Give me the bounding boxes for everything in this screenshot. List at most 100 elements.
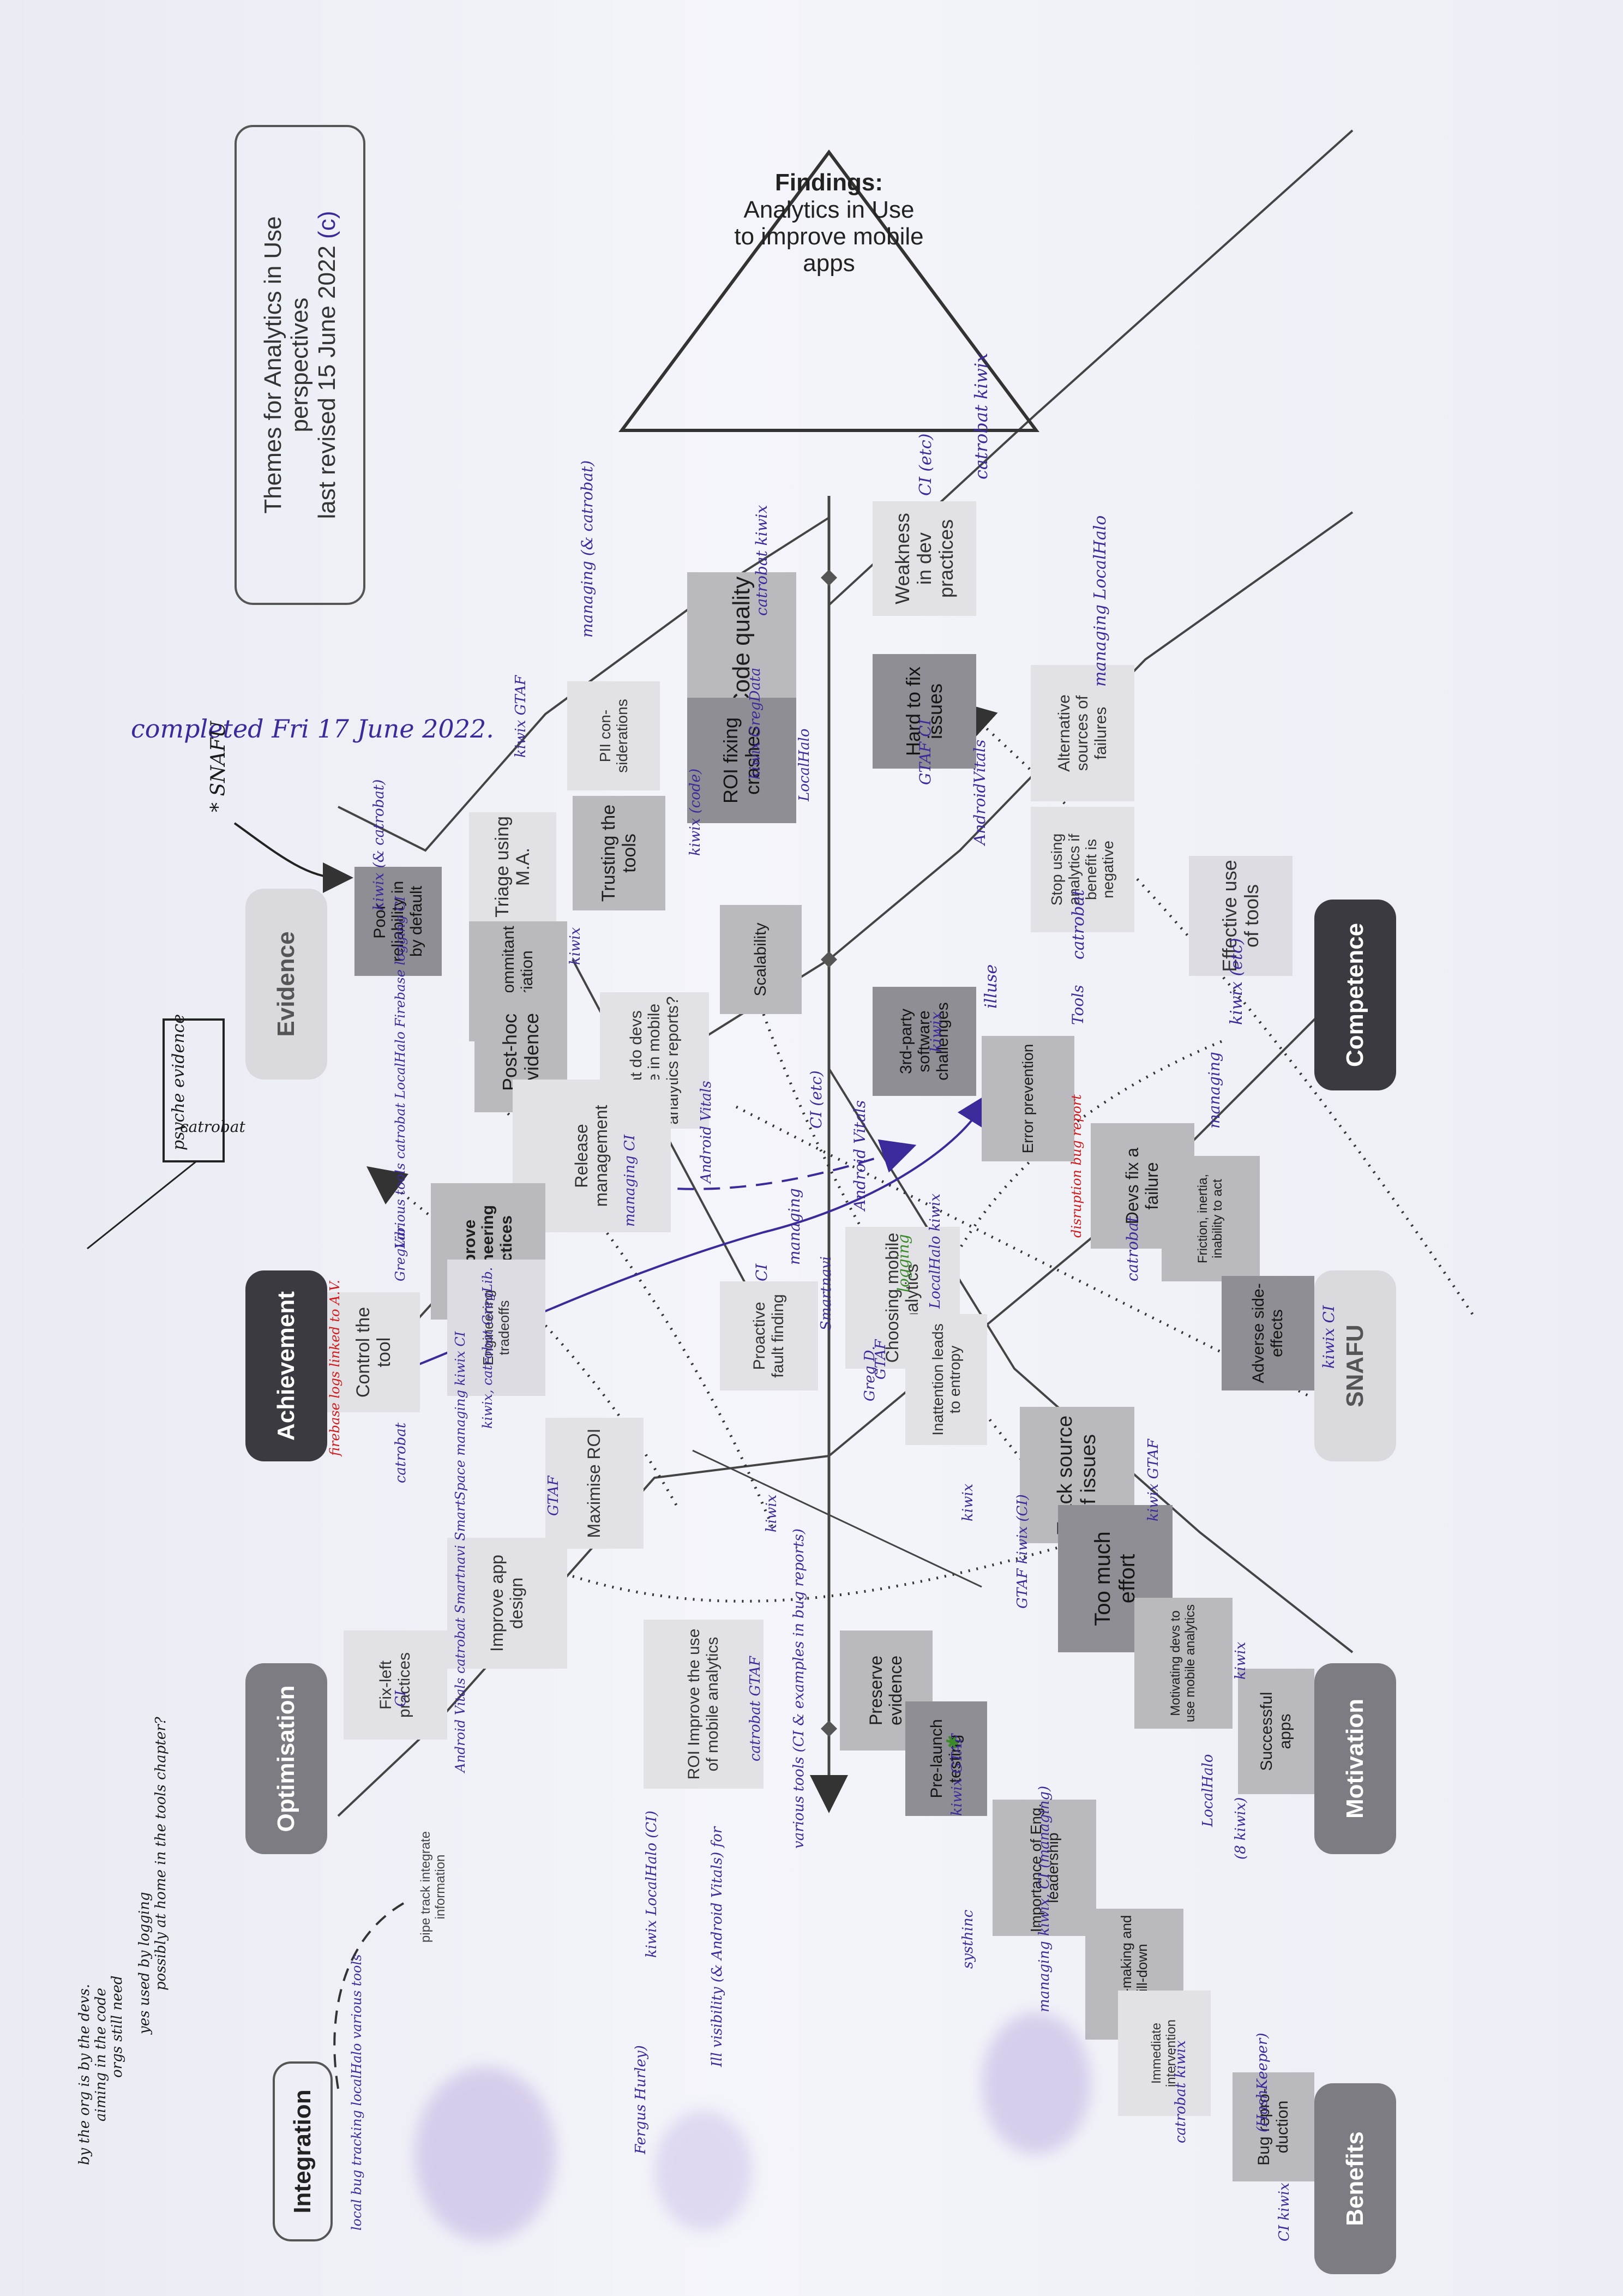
note-localhalo-kiwix2: LocalHalo kiwix (927, 1193, 943, 1309)
note-devs-red: disruption bug report (1069, 1094, 1084, 1238)
category-motivation: Motivation (1314, 1663, 1396, 1854)
category-evidence: Evidence (245, 889, 327, 1080)
note-localhalo2: LocalHalo (796, 728, 813, 801)
note-smart-navi: Smartnavi (818, 1256, 834, 1330)
rib-evidence (338, 517, 830, 852)
theme-weakness: Weakness in dev practices (873, 501, 976, 616)
note-firebase-red: firebase logs linked to A.V. (327, 1280, 342, 1456)
note-aiming: aiming in the code (93, 1988, 109, 2121)
snafu-arrow (233, 822, 353, 893)
note-gtaf-kiwix-ci: GTAF kiwix (CI) (1014, 1494, 1031, 1609)
note-snafu-kiwix: kiwix CI (1320, 1305, 1338, 1369)
note-possibly: possibly at home in the tools chapter? (153, 1717, 169, 1991)
theme-proactive: Proactive fault finding (720, 1281, 818, 1390)
theme-roi-crashes: ROI fixing crashes (687, 698, 796, 823)
note-trust-kiwix: kiwix (code) (687, 768, 704, 856)
note-android-vitals: AndroidVitals (971, 739, 989, 845)
theme-third-party: 3rd-party software challenges (873, 987, 976, 1096)
theme-code-quality: Code quality (687, 572, 796, 714)
note-illuse: illuse (982, 964, 1001, 1009)
category-integration: Integration (273, 2061, 333, 2241)
integration-dashed-line (333, 1902, 405, 2089)
note-post-hoc-kiwix: kiwix (567, 927, 584, 965)
note-systhinc: systhinc (960, 1909, 976, 1969)
findings-label: Findings: Analytics in Use to improve mo… (731, 119, 927, 327)
category-achievement: Achievement (245, 1270, 327, 1461)
note-triage-kiwix: kiwix (& catrobat) (371, 779, 387, 910)
note-code-managing: managing (& catrobat) (578, 460, 596, 638)
note-kiwix5: kiwix (1233, 1641, 1249, 1680)
note-tools: Tools (1069, 985, 1087, 1025)
note-orgs: orgs still need (109, 1975, 125, 2078)
note-catrobat-kiwix3: catrobat kiwix (753, 505, 771, 616)
note-various-tools: various tools (CI & examples in bug repo… (791, 1528, 807, 1849)
note-green-mark: ✱ (943, 1736, 963, 1751)
psyche-line (87, 1160, 197, 1250)
note-gtaf-ci: GTAF CI (916, 719, 934, 785)
note-kiwix-cat: kiwix, catrobat GregLib. (480, 1267, 495, 1429)
note-catrobat-kiwix: catrobat kiwix (971, 352, 991, 479)
spine-diamond-1 (821, 569, 837, 586)
note-catrobat4: catrobat (393, 1422, 409, 1483)
note-fergus: Fergus Hurley) (633, 2045, 649, 2154)
note-localhalo: LocalHalo (1200, 1754, 1216, 1827)
theme-friction: Friction, inertia, inability to act (1162, 1156, 1260, 1281)
diagonal-line-2 (692, 1449, 982, 1588)
note-kiwix-localhalo-ci: kiwix LocalHalo (CI) (644, 1811, 660, 1958)
theme-trusting: Trusting the tools (573, 796, 665, 910)
category-optimisation: Optimisation (245, 1663, 327, 1854)
note-stop-catrobat: catrobat (1069, 889, 1088, 960)
note-catrobat-gtaf2: catrobat GTAF (747, 1656, 764, 1761)
note-localhalo-kiwix: (8 kiwix) (1233, 1797, 1249, 1860)
note-greg: Greg D. (862, 1346, 878, 1401)
note-managing2: managing (785, 1188, 803, 1265)
theme-error-prevention: Error prevention (982, 1036, 1074, 1161)
legend-line-1: Themes for Analytics in Use (260, 216, 287, 514)
note-third-party-kiwix: kiwix (927, 1011, 945, 1052)
category-competence: Competence (1314, 900, 1396, 1090)
theme-roi-improve: ROI Improve the use of mobile analytics (644, 1620, 764, 1789)
note-friction-managing: managing (1205, 1052, 1223, 1129)
note-various-tools2: Various tools catrobat LocalHalo Firebas… (393, 896, 408, 1249)
note-hashkeeper: (HashKeeper) (1254, 2033, 1271, 2132)
note-ci-etc: CI (etc) (916, 433, 935, 496)
legend-box: Themes for Analytics in Use perspectives… (235, 125, 365, 605)
note-ci3: CI (753, 1263, 771, 1281)
findings-subtitle: Analytics in Use to improve mobile apps (734, 196, 924, 277)
dotted-curve-7 (490, 1095, 776, 1533)
theme-immediate: Immediate intervention (1118, 1991, 1211, 2116)
note-snafu-mark: * SNAFU (207, 721, 230, 812)
note-android-vitals3: Android Vitals (698, 1081, 714, 1183)
theme-bug-repro: Bug repro-duction (1233, 2072, 1314, 2181)
theme-alternative: Alternative sources of failures (1031, 665, 1134, 801)
note-yes-used: yes used by logging (136, 1892, 153, 2034)
findings-title: Findings: (775, 169, 883, 196)
note-android-vitals2: Android Vitals (851, 1100, 869, 1210)
note-kiwix4: kiwix (960, 1483, 976, 1521)
dotted-curve-3 (957, 701, 1474, 1315)
note-catrobat3: catrobat (1123, 1216, 1141, 1281)
note-ci2: CI (393, 1690, 409, 1707)
theme-pre-launch: Pre-launch testing (905, 1701, 987, 1816)
theme-motivating: Motivating devs to use mobile analytics (1134, 1598, 1233, 1729)
theme-fix-left: Fix-left practices (344, 1630, 447, 1740)
note-managing3: managing (1036, 1941, 1053, 2012)
note-catrobat-psyche: catrobat (180, 1118, 245, 1136)
note-completed: completed Fri 17 June 2022. (131, 714, 494, 744)
ink-stain-2 (982, 2012, 1091, 2154)
hand-arrow-2 (599, 1139, 917, 1190)
note-ci-etc2: CI (etc) (807, 1070, 825, 1129)
note-ci-kiwix: CI kiwix (1276, 2183, 1293, 2241)
spine-diamond-2 (821, 951, 837, 968)
ink-stain-1 (414, 2067, 556, 2241)
note-competence-kiwix: kiwix (etc) (1227, 938, 1246, 1025)
ink-stain-3 (654, 2111, 753, 2231)
note-gtaf-maximise: GTAF (545, 1476, 562, 1516)
note-kiwix-ci-managing: kiwix, CI (managing) (1036, 1785, 1053, 1936)
note-kiwix-gtaf2: kiwix GTAF (513, 675, 529, 758)
note-catrobat-kiwix2: catrobat kiwix (1173, 2040, 1189, 2143)
note-too-much-kiwix: kiwix GTAF (1145, 1438, 1162, 1521)
theme-inattention: Inattention leads to entropy (905, 1314, 987, 1445)
